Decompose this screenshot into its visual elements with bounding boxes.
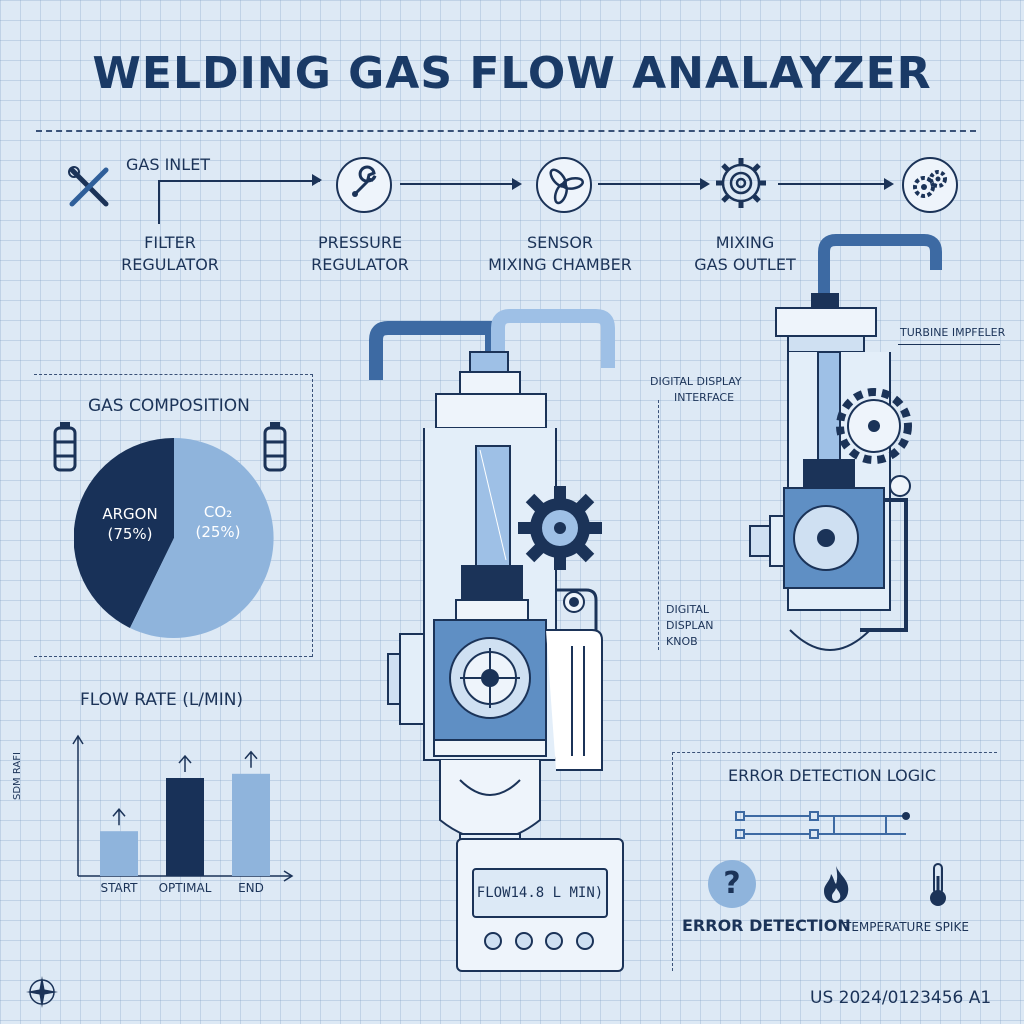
gas-cylinder-icon <box>263 422 287 472</box>
title-divider <box>36 130 976 132</box>
meter-screen: FLOW14.8 L MIN) <box>472 868 608 918</box>
bar-arrow-icon <box>112 808 126 826</box>
temperature-spike-label: TEMPERATURE SPIKE <box>844 920 969 934</box>
inlet-arrow-head <box>312 174 322 186</box>
error-detection-label: ERROR DETECTION <box>682 916 851 935</box>
bar-end <box>232 773 270 876</box>
flow-arrow-3 <box>778 178 894 190</box>
flow-rate-chart: START OPTIMAL END <box>72 734 294 895</box>
meter-buttons <box>484 932 594 952</box>
meter-button[interactable] <box>575 932 594 950</box>
output-step <box>902 157 958 213</box>
y-axis-arrow <box>72 734 84 745</box>
y-axis-label: SDM RAFI <box>12 752 23 800</box>
patent-number: US 2024/0123456 A1 <box>810 988 992 1008</box>
sensor-step <box>536 157 592 213</box>
meter-button[interactable] <box>545 932 564 950</box>
flow-rate-panel <box>34 656 312 657</box>
flow-arrow-2 <box>598 178 710 190</box>
fan-icon <box>549 168 584 205</box>
side-view-device <box>749 234 942 651</box>
compass-icon <box>26 976 58 1008</box>
impeller-gear-icon <box>836 388 912 464</box>
inlet-connector <box>158 180 320 224</box>
gas-composition-panel <box>34 374 313 657</box>
turbine-leader <box>898 344 1000 345</box>
chart-title: FLOW RATE (L/MIN) <box>80 690 244 710</box>
thermometer-icon <box>930 863 946 906</box>
pressure-regulator-step <box>336 157 392 213</box>
flow-meter: FLOW14.8 L MIN) <box>456 838 624 972</box>
flow-analyzer-device <box>369 309 615 849</box>
x-axis-arrow <box>283 870 294 882</box>
gas-inlet-label: GAS INLET <box>126 155 211 174</box>
composition-title: GAS COMPOSITION <box>88 396 250 416</box>
bar-optimal <box>166 778 204 876</box>
side-view-divider <box>658 400 659 650</box>
argon-label: ARGON(75%) <box>102 505 158 543</box>
pie-slice-co2 <box>130 438 274 638</box>
fire-icon <box>824 866 849 903</box>
gears-icon <box>913 170 947 198</box>
composition-pie <box>74 438 274 638</box>
flow-readout: FLOW14.8 L MIN) <box>476 885 604 901</box>
turbine-gear-icon <box>518 486 602 570</box>
error-logic-panel <box>672 752 997 971</box>
category-label: START <box>100 881 138 895</box>
pie-slice-argon <box>74 438 174 628</box>
bar-arrow-icon <box>244 750 258 768</box>
turbine-label: TURBINE IMPFELER <box>900 326 1006 339</box>
bar-arrow-icon <box>178 754 192 772</box>
gas-cylinder-icon <box>53 422 77 472</box>
category-label: END <box>238 881 264 895</box>
category-label: OPTIMAL <box>159 881 212 895</box>
co2-label: CO₂(25%) <box>195 503 241 541</box>
error-logic-title: ERROR DETECTION LOGIC <box>728 766 936 785</box>
logic-circuit <box>735 811 910 839</box>
bar-start <box>100 831 138 876</box>
gear-icon <box>716 158 766 208</box>
wrench-icon <box>352 165 377 197</box>
meter-button[interactable] <box>514 932 533 950</box>
question-icon: ? <box>708 860 756 908</box>
meter-button[interactable] <box>484 932 502 950</box>
flow-arrow-1 <box>400 178 522 190</box>
tools-icon <box>68 166 109 207</box>
page-title: WELDING GAS FLOW ANALAYZER <box>92 48 932 99</box>
